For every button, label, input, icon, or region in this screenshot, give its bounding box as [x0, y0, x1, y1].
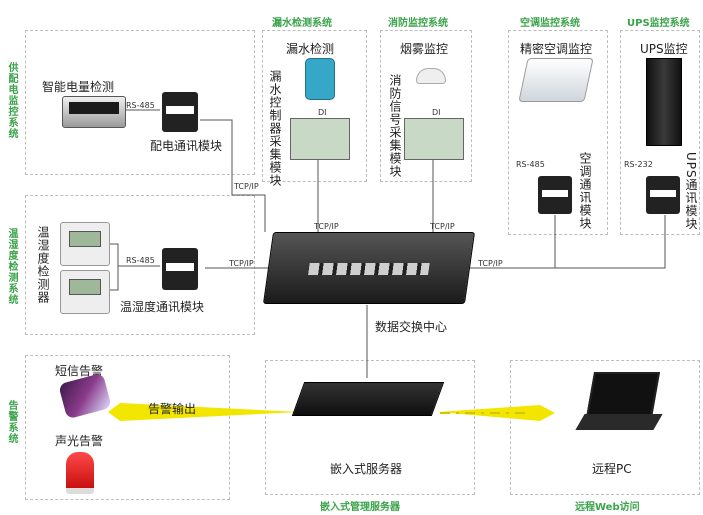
group-title-ac: 空调监控系统 — [520, 18, 580, 29]
laptop-icon — [575, 372, 663, 432]
power-tcpip-wire — [200, 119, 266, 232]
alarm-output-label: 告警输出 — [148, 402, 197, 416]
fire-tcpip-label: TCP/IP — [430, 222, 455, 231]
leak-tcpip-label: TCP/IP — [314, 222, 339, 231]
precision-ac-label: 精密空调监控 — [520, 42, 593, 56]
ups-module-icon — [646, 176, 680, 214]
th-module-label: 温湿度通讯模块 — [120, 300, 205, 314]
group-title-fire: 消防监控系统 — [388, 18, 448, 29]
ac-rs485-label: RS-485 — [516, 160, 545, 169]
ups-rs232-label: RS-232 — [624, 160, 653, 169]
power-meter-icon — [62, 96, 126, 128]
leak-detect-label: 漏水检测 — [286, 42, 335, 56]
group-title-th: 温湿度检测系统 — [6, 228, 17, 305]
fire-system-box — [380, 30, 472, 182]
fire-module-label: 消防信号采集模块 — [388, 74, 402, 178]
th-sensor-label: 温湿度检测器 — [36, 226, 50, 304]
leak-di-label: DI — [318, 108, 327, 117]
power-module-icon — [162, 92, 198, 132]
group-title-server: 嵌入式管理服务器 — [320, 502, 400, 513]
group-title-leak: 漏水检测系统 — [272, 18, 332, 29]
leak-system-box — [262, 30, 367, 182]
embedded-server-label: 嵌入式服务器 — [330, 462, 403, 476]
fire-module-icon — [404, 118, 464, 160]
power-module-label: 配电通讯模块 — [150, 139, 223, 153]
smoke-detect-label: 烟雾监控 — [400, 42, 449, 56]
group-title-web: 远程Web访问 — [575, 502, 640, 513]
th-module-icon — [162, 248, 198, 290]
web-system-box — [510, 360, 700, 495]
th-rs485-label: RS-485 — [126, 256, 155, 265]
precision-ac-icon — [518, 58, 594, 102]
ups-cabinet-icon — [646, 58, 682, 146]
ups-monitor-label: UPS监控 — [640, 42, 688, 56]
alarm-system-box — [25, 355, 230, 500]
right-tcpip-label: TCP/IP — [478, 259, 503, 268]
smoke-sensor-icon — [416, 68, 446, 84]
switch-center-label: 数据交换中心 — [375, 320, 448, 334]
remote-pc-label: 远程PC — [592, 462, 632, 476]
group-title-alarm: 告警系统 — [6, 400, 17, 444]
power-rs485-label: RS-485 — [126, 101, 155, 110]
siren-icon — [66, 452, 94, 494]
power-system-box — [25, 30, 255, 175]
power-meter-label: 智能电量检测 — [42, 80, 115, 94]
th-sensor-icon-1 — [60, 222, 110, 266]
leak-module-icon — [290, 118, 350, 160]
group-title-ups: UPS监控系统 — [627, 18, 690, 29]
th-sensor-icon-2 — [60, 270, 110, 314]
th-tcpip-label: TCP/IP — [229, 259, 254, 268]
leak-module-label: 漏水控制器采集模块 — [268, 70, 282, 187]
group-title-power: 供配电监控系统 — [6, 62, 17, 139]
th-system-box — [25, 195, 255, 335]
ups-module-label: UPS通讯模块 — [684, 152, 698, 231]
ups-system-box — [620, 30, 700, 235]
network-switch-icon — [262, 232, 476, 304]
leak-sensor-icon — [305, 58, 335, 100]
th-rs485-wire — [110, 243, 160, 291]
ac-system-box — [508, 30, 608, 235]
ac-module-icon — [538, 176, 572, 214]
ac-module-label: 空调通讯模块 — [578, 152, 592, 230]
server-system-box — [265, 360, 475, 495]
sound-light-alarm-label: 声光告警 — [55, 434, 104, 448]
power-tcpip-label: TCP/IP — [234, 182, 259, 191]
alarm-output-arrow — [108, 403, 300, 421]
server-icon — [291, 382, 445, 416]
right-tcpip-wire — [470, 215, 666, 269]
fire-di-label: DI — [432, 108, 441, 117]
